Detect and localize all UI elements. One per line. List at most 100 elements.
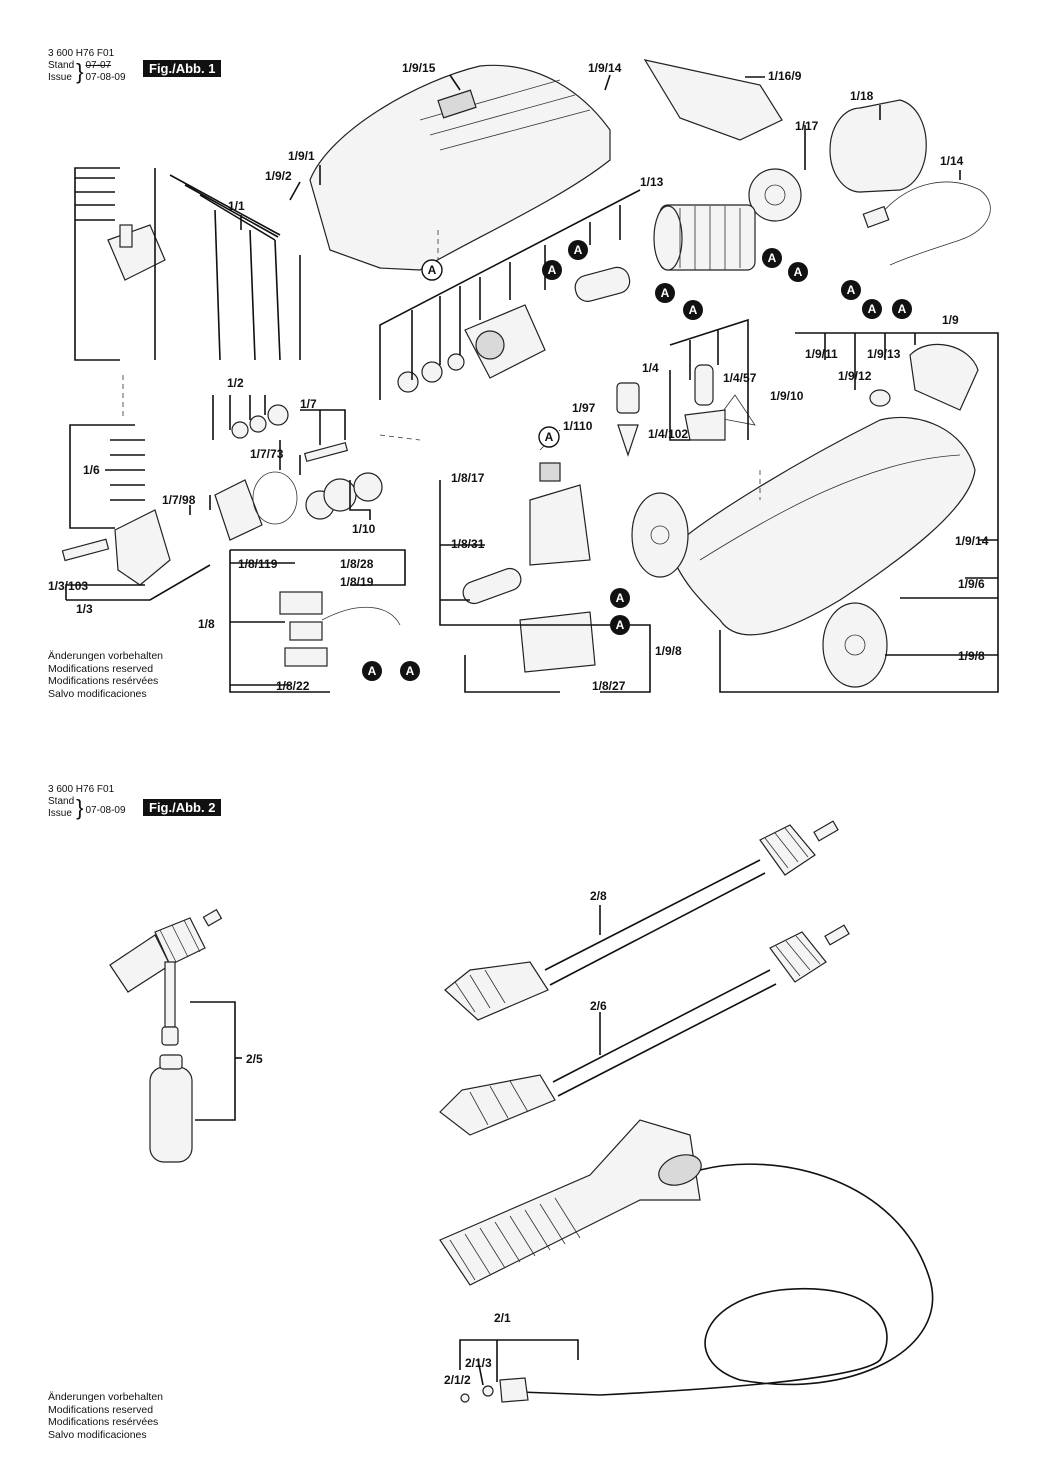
note-line: Modifications reserved	[48, 662, 154, 675]
part-label: 1/3	[76, 602, 93, 616]
fig1-date: 07-08-09	[85, 72, 126, 83]
part-label: 1/9/2	[265, 169, 292, 183]
part-label: 1/18	[850, 89, 874, 103]
connector-label: A	[545, 430, 554, 444]
part-label: 1/9/11	[805, 347, 838, 361]
connector-label: A	[898, 302, 907, 316]
piston-plate	[214, 479, 263, 541]
fig2-date: 07-08-09	[85, 805, 126, 816]
part-label: 2/6	[590, 999, 607, 1013]
part-label: 1/17	[795, 119, 819, 133]
part-label: 1/9/14	[588, 61, 622, 75]
part-label: 1/8/27	[592, 679, 626, 693]
terminal-box	[519, 611, 596, 673]
part-label: 2/5	[246, 1052, 263, 1066]
part-label: 1/14	[940, 154, 964, 168]
connector-label: A	[847, 283, 856, 297]
motor	[653, 204, 756, 271]
valve-block	[107, 224, 166, 281]
fig1-old-date: 07-07	[85, 60, 112, 71]
part-label: 1/4/102	[648, 427, 688, 441]
fig1-stand-label: Stand	[48, 60, 75, 71]
nozzle	[616, 382, 640, 457]
connector-label: A	[616, 591, 625, 605]
note-line: Änderungen vorbehalten	[48, 1391, 164, 1403]
part-label: 1/4	[642, 361, 659, 375]
part-label: 1/2	[227, 376, 244, 390]
switch-assembly	[279, 591, 401, 667]
part-label: 2/1/3	[465, 1356, 492, 1370]
note-line: Modifications resérvées	[48, 675, 159, 687]
foam-nozzle-2-5	[109, 908, 223, 1163]
lance-holder	[684, 364, 756, 441]
pump-body	[61, 509, 171, 586]
part-label: 1/6	[83, 463, 100, 477]
part-label: 1/8/119	[238, 557, 278, 571]
connector-label: A	[406, 664, 415, 678]
power-cord	[879, 181, 991, 266]
connector-label: A	[689, 303, 698, 317]
part-label: 1/8/28	[340, 557, 374, 571]
connector-label: A	[548, 263, 557, 277]
connector-label: A	[428, 263, 437, 277]
spray-lance-2-6	[439, 924, 850, 1136]
top-lid	[909, 343, 979, 411]
note-line: Salvo modificaciones	[48, 687, 147, 700]
part-label: 1/9/15	[402, 61, 436, 75]
part-label: 1/7	[300, 397, 317, 411]
fig2-issue-label: Issue	[48, 808, 72, 819]
capacitor	[574, 266, 631, 302]
part-label: 1/7/73	[250, 447, 284, 461]
leader-lines-fig1	[65, 74, 999, 693]
fig1-notes: Änderungen vorbehalten Modifications res…	[48, 650, 163, 700]
hood-cover	[309, 64, 611, 271]
connector-markers: A A A A A A A A A A A A A A A	[362, 240, 912, 681]
connector-label: A	[768, 251, 777, 265]
switch-box	[529, 462, 591, 566]
connector-label: A	[794, 265, 803, 279]
part-label: 1/8/31	[451, 537, 485, 551]
fig2-brace: }	[76, 795, 84, 820]
part-label: 1/13	[640, 175, 664, 189]
part-label: 1/4/57	[723, 371, 757, 385]
trigger-gun-hose-2-1	[439, 1119, 934, 1403]
part-label: 1/8/19	[340, 575, 374, 589]
part-label: 1/8/17	[451, 471, 485, 485]
note-line: Salvo modificaciones	[48, 1428, 147, 1441]
part-label: 1/9/1	[288, 149, 315, 163]
part-label: 1/110	[563, 419, 593, 433]
fig1-header: 3 600 H76 F01 Stand Issue } 07-07 07-08-…	[48, 48, 126, 84]
rear-shroud	[643, 59, 783, 141]
part-label: 1/9/14	[955, 534, 989, 548]
fig2-doc-number: 3 600 H76 F01	[48, 784, 115, 795]
fig2-tag: Fig./Abb. 2	[143, 799, 222, 816]
part-label: 1/1	[228, 199, 245, 213]
run-capacitor	[462, 567, 522, 605]
leader-lines-fig2	[190, 905, 601, 1386]
wheels	[631, 492, 888, 688]
part-label: 1/9	[942, 313, 959, 327]
base-housing	[669, 416, 976, 636]
part-label: 1/97	[572, 401, 596, 415]
part-label: 1/10	[352, 522, 376, 536]
fig2-notes: Änderungen vorbehalten Modifications res…	[48, 1391, 163, 1441]
part-label: 1/9/6	[958, 577, 985, 591]
fan-wheel	[748, 168, 802, 222]
part-label: 1/3/103	[48, 579, 88, 593]
fig1-doc-number: 3 600 H76 F01	[48, 48, 115, 59]
connector-label: A	[574, 243, 583, 257]
connector-label: A	[616, 618, 625, 632]
part-label: 2/8	[590, 889, 607, 903]
part-label: 1/16/9	[768, 69, 802, 83]
note-line: Modifications reserved	[48, 1403, 154, 1416]
part-label: 1/9/12	[838, 369, 872, 383]
connector-label: A	[368, 664, 377, 678]
fig1-brace: }	[76, 59, 84, 84]
motor-housing-cylinder	[829, 99, 927, 193]
note-line: Modifications resérvées	[48, 1416, 159, 1428]
pump-head	[464, 304, 546, 379]
part-labels-fig1: 1/9/15 1/9/14 1/16/9 1/18 1/17 1/14 1/9/…	[48, 61, 989, 693]
seal-rings	[231, 353, 465, 439]
part-labels-fig2: 2/8 2/6 2/5 2/1 2/1/3 2/1/2	[246, 889, 607, 1387]
